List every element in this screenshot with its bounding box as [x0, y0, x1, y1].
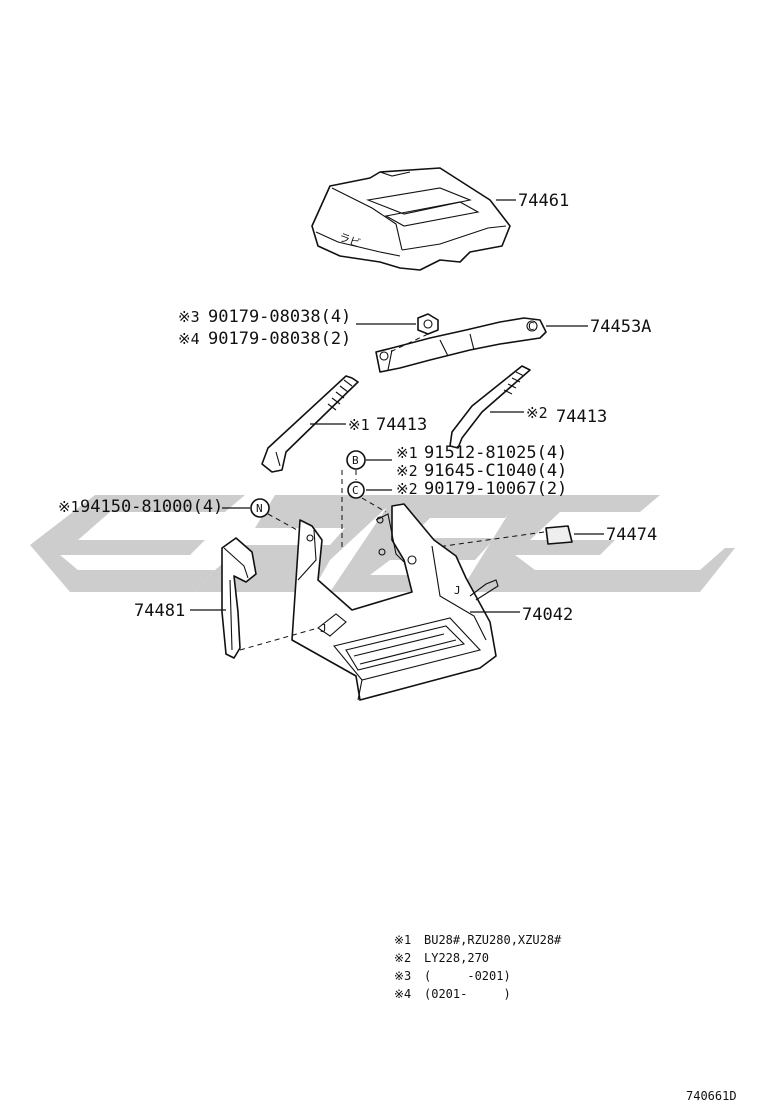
nut-n-94150-81000: N ※1 94150-81000(4)	[58, 497, 309, 537]
svg-text:N: N	[256, 502, 263, 515]
note-mark: ※4	[394, 987, 411, 1001]
rod-74413-left: ※1 74413	[261, 375, 427, 473]
note-text: ( -0201)	[424, 969, 511, 983]
svg-text:C: C	[528, 320, 535, 333]
applicability-notes: ※1 BU28#,RZU280,XZU28# ※2 LY228,270 ※3 ( -020…	[394, 933, 562, 1001]
note-mark: ※3	[394, 969, 411, 983]
part-74461-cover: ラビ 74461	[311, 167, 569, 271]
svg-text:※1: ※1	[348, 416, 370, 434]
svg-text:※1: ※1	[58, 498, 80, 516]
bolt-b-91512-91645: B ※1 91512-81025(4) ※2 91645-C1040(4)	[341, 443, 567, 550]
svg-text:J: J	[320, 622, 327, 635]
svg-text:90179-08038(4): 90179-08038(4)	[208, 307, 351, 327]
svg-text:※4: ※4	[178, 330, 200, 348]
svg-text:※1: ※1	[396, 444, 418, 462]
svg-text:※2: ※2	[396, 480, 418, 498]
svg-text:90179-08038(2): 90179-08038(2)	[208, 329, 351, 349]
nut-c-90179-10067: C ※2 90179-10067(2)	[347, 479, 567, 513]
svg-text:94150-81000(4): 94150-81000(4)	[80, 497, 223, 517]
label-74481: 74481	[134, 601, 185, 621]
label-74474: 74474	[606, 525, 657, 545]
svg-text:74413: 74413	[376, 415, 427, 435]
svg-text:J: J	[454, 584, 461, 597]
svg-text:91645-C1040(4): 91645-C1040(4)	[424, 461, 567, 481]
part-74474-pad: 74474	[429, 525, 657, 549]
note-text: LY228,270	[424, 951, 489, 965]
reference-code: 740661D	[686, 1089, 737, 1103]
svg-text:C: C	[352, 484, 359, 497]
svg-text:90179-10067(2): 90179-10067(2)	[424, 479, 567, 499]
svg-text:※2: ※2	[396, 462, 418, 480]
part-74481-bracket: 74481	[134, 537, 319, 659]
part-74042-tray: J J 74042	[291, 503, 573, 701]
label-74042: 74042	[522, 605, 573, 625]
label-74461: 74461	[518, 191, 569, 211]
note-mark: ※1	[394, 933, 411, 947]
note-mark: ※2	[394, 951, 411, 965]
part-74453A-clamp: C 74453A	[375, 317, 651, 373]
svg-text:74413: 74413	[556, 407, 607, 427]
rod-74413-right: ※2 74413	[449, 365, 607, 449]
label-74453A: 74453A	[590, 317, 651, 337]
nut-90179-08038: ※3 90179-08038(4) ※4 90179-08038(2)	[178, 307, 439, 353]
note-text: (0201- )	[424, 987, 511, 1001]
svg-text:※2: ※2	[526, 404, 548, 422]
note-text: BU28#,RZU280,XZU28#	[424, 933, 562, 947]
svg-text:B: B	[352, 454, 359, 467]
svg-text:91512-81025(4): 91512-81025(4)	[424, 443, 567, 463]
svg-text:※3: ※3	[178, 308, 200, 326]
